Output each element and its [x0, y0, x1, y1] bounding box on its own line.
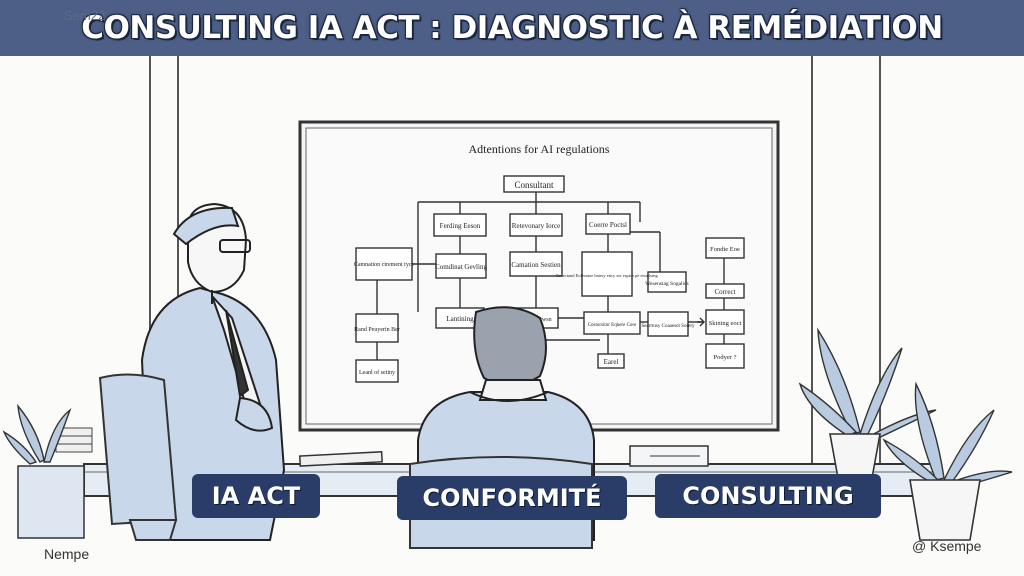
box-retevonary: Retevonary Iorce [512, 222, 560, 230]
tag-conformite: CONFORMITÉ [397, 476, 627, 520]
tag-consulting: CONSULTING [655, 474, 881, 518]
box-costorsitor: Costorsitor Eqhere Core [588, 323, 637, 328]
box-rand: Rand Peuyerin Ber [354, 327, 400, 333]
tag-ia-act: IA ACT [192, 474, 320, 518]
box-earel: Earel [604, 358, 619, 366]
page-title: CONSULTING IA ACT : DIAGNOSTIC À REMÉDIA… [81, 10, 943, 46]
box-ferding: Ferding Eeson [440, 222, 481, 230]
title-banner: CONSULTING IA ACT : DIAGNOSTIC À REMÉDIA… [0, 0, 1024, 56]
box-podyer: Podyer ? [714, 354, 737, 361]
box-lantining: Lantining [446, 315, 474, 323]
box-leanl: Leanl of setiny [359, 369, 395, 376]
signature-bottom-left: Nempe [44, 546, 90, 562]
box-ernectand: Ernectand Eolesraoe batery ency ser espi… [556, 273, 658, 278]
box-wesenstag: Wesenstag Sogalics [645, 281, 688, 287]
box-camation: Camation Sestien [511, 261, 561, 269]
box-correct: Correct [715, 288, 736, 296]
watermark-top-left: Sem22 [64, 8, 106, 23]
box-skining: Skining eoct [709, 320, 742, 327]
box-searrtusy: Searrtusy Coaaesot Sorery [641, 324, 695, 329]
credit-bottom-right: @ Ksempe [912, 538, 982, 554]
box-coerre: Coerre Poctsl [589, 221, 627, 229]
box-comdinat: Comdinat Gevling [435, 263, 487, 271]
box-consultant: Consultant [514, 180, 554, 190]
board-title: Adtentions for AI regulations [469, 142, 610, 156]
box-camnation: Camnation ctrement tyce [354, 262, 415, 268]
box-fondte: Fondte Eoe [710, 246, 740, 253]
